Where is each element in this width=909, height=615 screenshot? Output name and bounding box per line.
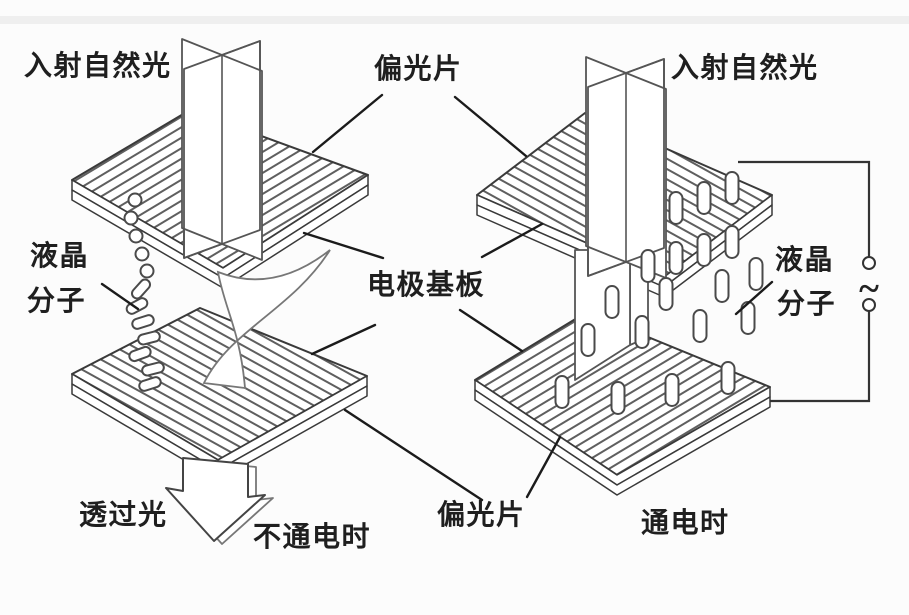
caption-voltage-applied-state: 通电时: [641, 508, 730, 539]
left-cell-illustration: [71, 38, 369, 545]
label-liquid-crystal-right-line1: 液晶: [775, 245, 835, 276]
caption-no-voltage-state: 不通电时: [253, 522, 372, 553]
label-incident-light-left: 入射自然光: [24, 51, 172, 82]
label-transmitted-light: 透过光: [79, 500, 168, 531]
transmitted-light-arrow: [165, 457, 274, 545]
leader-lines: [100, 93, 774, 502]
label-liquid-crystal-left-line2: 分子: [27, 286, 87, 317]
label-polarizer-bottom: 偏光片: [437, 500, 526, 531]
incident-light-planes-right: [585, 56, 667, 279]
right-cell-illustration: [474, 56, 876, 496]
label-liquid-crystal-left-line1: 液晶: [30, 241, 90, 272]
label-polarizer-top: 偏光片: [374, 54, 463, 85]
left-bottom-plate: [71, 307, 368, 481]
twisted-light-beam: [202, 249, 331, 390]
lc-molecule-chain: [123, 192, 165, 392]
lc-molecules-upright: [554, 171, 764, 415]
label-liquid-crystal-right-line2: 分子: [777, 289, 837, 320]
incident-light-planes-left: [181, 38, 263, 261]
label-electrode-substrate: 电极基板: [367, 270, 486, 301]
ac-circuit-wires: [738, 160, 876, 403]
label-incident-light-right: 入射自然光: [671, 53, 819, 84]
scan-artifact-band: [0, 16, 909, 24]
ac-source-symbol: ~: [859, 268, 879, 310]
